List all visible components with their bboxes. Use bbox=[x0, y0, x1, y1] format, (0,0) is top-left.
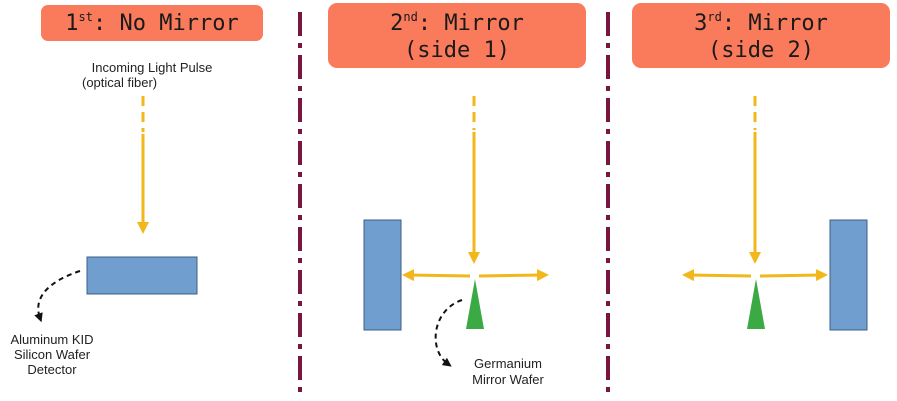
mirror-label-line2: Mirror Wafer bbox=[472, 372, 544, 387]
panel-2-title-box bbox=[328, 3, 586, 68]
panel-2-mirror bbox=[466, 279, 484, 329]
panel-3-reflection-left bbox=[682, 269, 752, 282]
mirror-label-line1: Germanium bbox=[474, 356, 542, 371]
light-source-label: Incoming Light Pulse bbox=[92, 60, 213, 75]
panel-1-detector bbox=[86, 256, 198, 295]
detector-label-line2: Silicon Wafer bbox=[14, 347, 91, 362]
detector-label-line1: Aluminum KID bbox=[10, 332, 93, 347]
panel-1-title-box bbox=[41, 5, 263, 41]
light-source-sublabel: (optical fiber) bbox=[82, 75, 157, 90]
panel-2-reflection-right bbox=[478, 269, 549, 282]
detector-pointer-arrow bbox=[34, 270, 81, 323]
panel-2-title-line2: (side 1) bbox=[404, 38, 510, 63]
panel-3-detector bbox=[829, 219, 868, 331]
mirror-pointer-arrow bbox=[434, 299, 463, 367]
panel-1-title: 1st: No Mirror bbox=[65, 10, 238, 36]
detector-label-line3: Detector bbox=[27, 362, 77, 377]
panel-3-title: 3rd: Mirror bbox=[694, 10, 828, 36]
panel-3-title-box bbox=[632, 3, 890, 68]
panel-2-reflection-left bbox=[402, 269, 471, 282]
panel-2-title: 2nd: Mirror bbox=[390, 10, 524, 36]
panel-2-detector bbox=[363, 219, 402, 331]
panel-3-title-line2: (side 2) bbox=[708, 38, 814, 63]
panel-3-mirror bbox=[747, 279, 765, 329]
panel-3-reflection-right bbox=[759, 269, 828, 282]
